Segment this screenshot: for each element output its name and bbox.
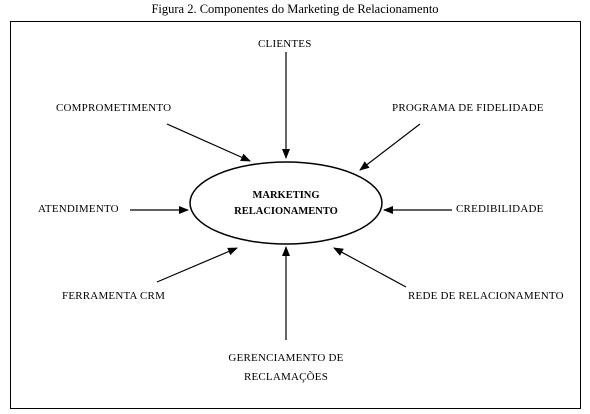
- center-label: MARKETING RELACIONAMENTO: [191, 188, 381, 220]
- node-gerenciamento-reclamacoes: GERENCIAMENTO DE RECLAMAÇÕES: [214, 349, 358, 387]
- node-ferramenta-crm: FERRAMENTA CRM: [62, 290, 166, 302]
- node-clientes: CLIENTES: [258, 38, 312, 50]
- node-programa-fidelidade: PROGRAMA DE FIDELIDADE: [392, 102, 544, 114]
- node-atendimento: ATENDIMENTO: [38, 203, 119, 215]
- center-ellipse: [189, 161, 383, 245]
- arrow-programa-fidelidade: [359, 123, 421, 171]
- node-rede-relacionamento: REDE DE RELACIONAMENTO: [408, 290, 564, 302]
- arrow-ferramenta-crm: [156, 247, 238, 283]
- arrow-rede-relacionamento: [333, 247, 407, 288]
- node-gerenciamento-line2: RECLAMAÇÕES: [243, 371, 329, 383]
- figure-caption: Figura 2. Componentes do Marketing de Re…: [151, 2, 439, 16]
- arrow-comprometimento: [166, 123, 251, 162]
- center-label-line1: MARKETING: [252, 190, 320, 201]
- node-gerenciamento-line1: GERENCIAMENTO DE: [228, 352, 344, 364]
- node-credibilidade: CREDIBILIDADE: [456, 203, 544, 215]
- center-label-line2: RELACIONAMENTO: [234, 206, 338, 217]
- diagram-frame: [10, 21, 581, 409]
- node-comprometimento: COMPROMETIMENTO: [56, 102, 172, 114]
